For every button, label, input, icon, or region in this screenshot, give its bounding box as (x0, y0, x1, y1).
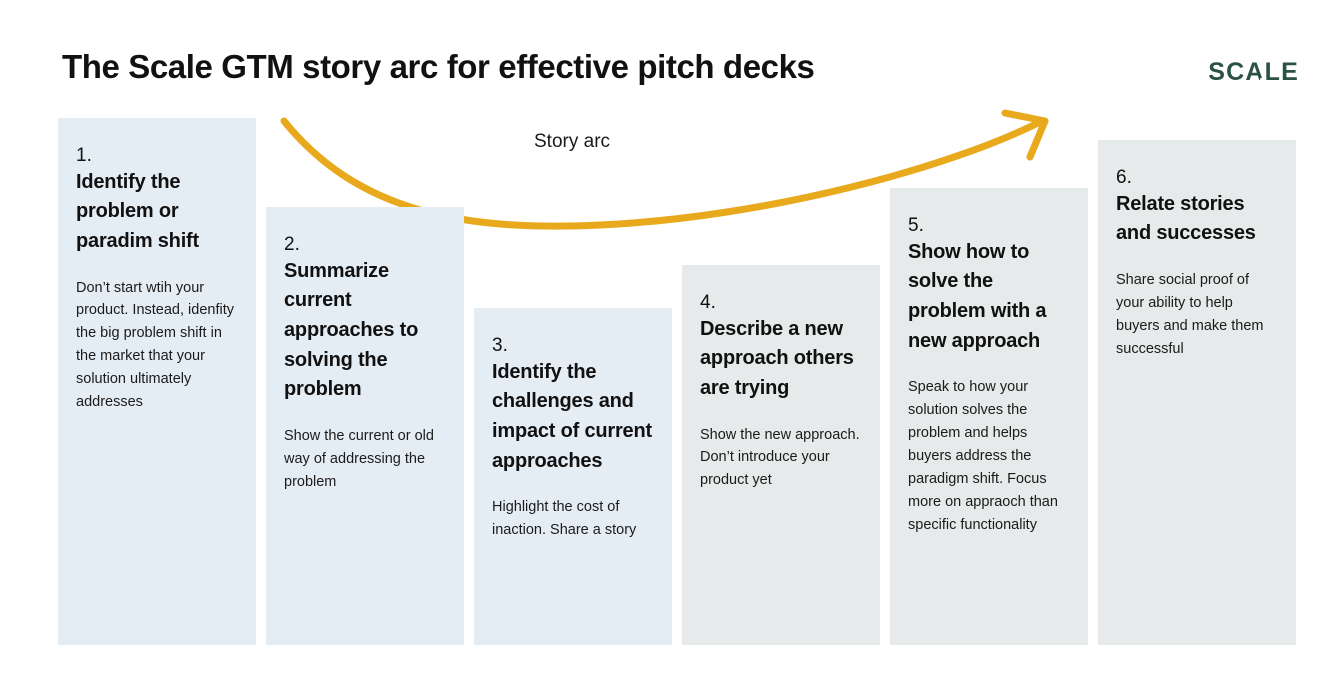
card-body: Highlight the cost of inaction. Share a … (492, 499, 637, 539)
card-body: Show the current or old way of addressin… (284, 427, 434, 490)
story-step-card-5: 5. Show how to solve the problem with a … (890, 188, 1088, 645)
card-number: 2. (284, 234, 300, 255)
story-step-card-4: 4. Describe a new approach others are tr… (682, 265, 880, 645)
logo-a-letter: A (1245, 58, 1265, 86)
story-arc-label: Story arc (534, 131, 611, 152)
card-heading: Show how to solve the problem with a new… (908, 240, 1047, 352)
card-heading: Summarize current approaches to solving … (284, 259, 419, 401)
story-step-card-6: 6. Relate stories and successes Share so… (1098, 140, 1296, 645)
card-number: 4. (700, 292, 716, 313)
card-heading: Identify the challenges and impact of cu… (492, 360, 652, 472)
card-number: 5. (908, 215, 924, 236)
logo-a-notch (1259, 78, 1267, 82)
logo-text-before: SC (1208, 58, 1246, 86)
card-body: Don’t start wtih your product. Instead, … (76, 279, 234, 411)
card-body: Show the new approach. Don’t introduce y… (700, 426, 860, 489)
card-heading: Relate stories and successes (1116, 192, 1256, 245)
card-body: Share social proof of your ability to he… (1116, 271, 1264, 357)
story-arc-arrow-icon (280, 109, 1049, 230)
card-heading: Identify the problem or paradim shift (76, 170, 199, 252)
logo-text-after: LE (1264, 58, 1299, 86)
page-title: The Scale GTM story arc for effective pi… (62, 48, 815, 85)
card-number: 1. (76, 145, 92, 166)
logo-a-glyph: A (1245, 58, 1267, 87)
card-body: Speak to how your solution solves the pr… (908, 379, 1058, 533)
story-step-card-3: 3. Identify the challenges and impact of… (474, 308, 672, 645)
story-step-card-1: 1. Identify the problem or paradim shift… (58, 118, 256, 645)
story-step-card-2: 2. Summarize current approaches to solvi… (266, 207, 464, 645)
card-number: 3. (492, 335, 508, 356)
card-heading: Describe a new approach others are tryin… (700, 317, 854, 399)
card-number: 6. (1116, 167, 1132, 188)
